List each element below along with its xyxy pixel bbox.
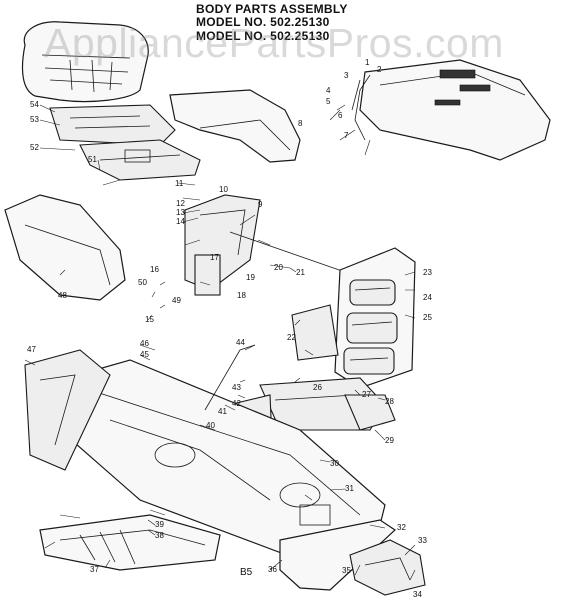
callout-18: 18 bbox=[237, 291, 246, 300]
callout-44: 44 bbox=[236, 338, 245, 347]
callout-19: 19 bbox=[246, 273, 255, 282]
callout-15: 15 bbox=[145, 315, 154, 324]
callout-47: 47 bbox=[27, 345, 36, 354]
callout-26: 26 bbox=[313, 383, 322, 392]
seat[interactable] bbox=[21, 21, 149, 103]
callout-27: 27 bbox=[362, 390, 371, 399]
callout-5: 5 bbox=[326, 97, 331, 106]
callout-37: 37 bbox=[90, 565, 99, 574]
callout-41: 41 bbox=[218, 407, 227, 416]
callout-20: 20 bbox=[274, 263, 283, 272]
callout-24: 24 bbox=[423, 293, 432, 302]
leader-lines bbox=[24, 104, 416, 581]
callout-43: 43 bbox=[232, 383, 241, 392]
rear-plate[interactable] bbox=[24, 349, 111, 471]
callout-22: 22 bbox=[287, 333, 296, 342]
callout-54: 54 bbox=[30, 100, 39, 109]
callout-48: 48 bbox=[58, 291, 67, 300]
callout-35: 35 bbox=[342, 566, 351, 575]
callout-33: 33 bbox=[418, 536, 427, 545]
callout-36: 36 bbox=[268, 565, 277, 574]
callout-10: 10 bbox=[219, 185, 228, 194]
grille-bracket[interactable] bbox=[291, 304, 339, 361]
callout-9: 9 bbox=[258, 200, 263, 209]
callout-30: 30 bbox=[330, 459, 339, 468]
callout-31: 31 bbox=[345, 484, 354, 493]
callout-53: 53 bbox=[30, 115, 39, 124]
hood[interactable] bbox=[351, 59, 551, 161]
callout-40: 40 bbox=[206, 421, 215, 430]
linkage-rod[interactable] bbox=[204, 344, 256, 411]
front-grille[interactable] bbox=[334, 247, 416, 389]
dash-tower[interactable] bbox=[184, 194, 261, 296]
callout-7: 7 bbox=[344, 131, 349, 140]
callout-14: 14 bbox=[176, 217, 185, 226]
callout-46: 46 bbox=[140, 339, 149, 348]
callout-1: 1 bbox=[365, 58, 370, 67]
seat-pan[interactable] bbox=[49, 104, 176, 146]
callout-11: 11 bbox=[175, 179, 184, 188]
callout-6: 6 bbox=[338, 111, 343, 120]
callout-32: 32 bbox=[397, 523, 406, 532]
front-bumper[interactable] bbox=[279, 519, 426, 596]
rear-fender[interactable] bbox=[169, 89, 301, 163]
callout-34: 34 bbox=[413, 590, 422, 599]
diagram-title: BODY PARTS ASSEMBLY bbox=[196, 2, 348, 16]
callout-17: 17 bbox=[210, 253, 219, 262]
callout-25: 25 bbox=[423, 313, 432, 322]
callout-45: 45 bbox=[140, 350, 149, 359]
callout-23: 23 bbox=[423, 268, 432, 277]
callout-28: 28 bbox=[385, 397, 394, 406]
model-number: MODEL NO. 502.25130 bbox=[196, 15, 330, 29]
model-number-overlaid: MODEL NO. 502.25130 bbox=[196, 29, 330, 43]
callout-8: 8 bbox=[298, 119, 303, 128]
callout-13: 13 bbox=[176, 208, 185, 217]
seat-bracket[interactable] bbox=[79, 139, 201, 181]
callout-50: 50 bbox=[138, 278, 147, 287]
callout-numbers: 1 2 3 4 5 6 7 8 9 10 11 12 13 14 15 16 1… bbox=[27, 58, 432, 599]
callout-3: 3 bbox=[344, 71, 349, 80]
left-side-panel[interactable] bbox=[4, 194, 126, 301]
callout-16: 16 bbox=[150, 265, 159, 274]
callout-29: 29 bbox=[385, 436, 394, 445]
callout-4: 4 bbox=[326, 86, 331, 95]
support-rod[interactable] bbox=[229, 231, 346, 273]
footrest[interactable] bbox=[39, 514, 221, 571]
callout-51: 51 bbox=[88, 155, 97, 164]
callout-42: 42 bbox=[232, 399, 241, 408]
page-code: B5 bbox=[240, 567, 253, 578]
callout-21: 21 bbox=[296, 268, 305, 277]
callout-2: 2 bbox=[377, 65, 382, 74]
callout-39: 39 bbox=[155, 520, 164, 529]
callout-38: 38 bbox=[155, 531, 164, 540]
callout-52: 52 bbox=[30, 143, 39, 152]
callout-12: 12 bbox=[176, 199, 185, 208]
front-plate[interactable] bbox=[259, 377, 396, 431]
callout-49: 49 bbox=[172, 296, 181, 305]
